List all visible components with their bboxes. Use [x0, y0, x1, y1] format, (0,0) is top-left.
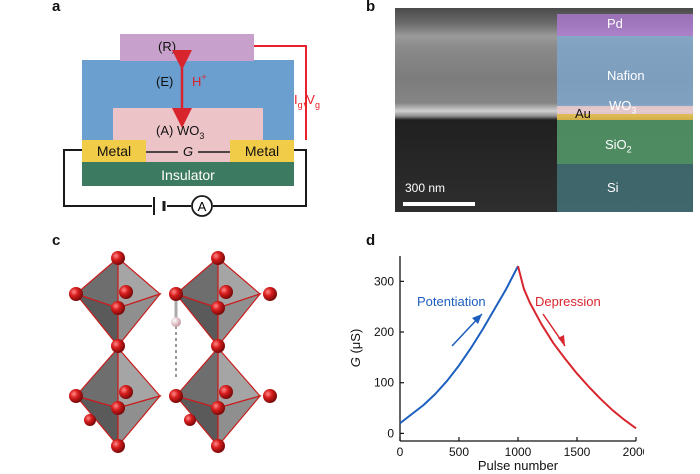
oxygen-atom	[69, 389, 83, 403]
oxygen-atom	[84, 414, 96, 426]
device-schematic: A Insulator Metal Metal G (R) (E) H+ (A)…	[63, 34, 320, 217]
x-tick-label: 500	[449, 445, 469, 459]
oxygen-atom	[211, 401, 225, 415]
panel-label-a: a	[52, 0, 61, 15]
depression-arrowhead	[558, 335, 565, 346]
y-axis-label: G (μS)	[348, 329, 363, 368]
panel-label-b: b	[366, 0, 376, 15]
oxygen-atom	[211, 439, 225, 453]
legend-depression: Depression	[535, 294, 601, 309]
oxygen-atom	[111, 339, 125, 353]
oxygen-atoms	[69, 251, 277, 453]
insulator-layer	[82, 162, 294, 186]
wo3-layer	[557, 106, 693, 114]
pd-label: Pd	[607, 16, 623, 31]
insulator-label: Insulator	[161, 167, 215, 183]
ammeter	[191, 195, 213, 217]
depression-series-line	[517, 265, 637, 430]
potentiation-series-line	[399, 265, 519, 425]
y-tick-label: 0	[387, 426, 394, 440]
metal-left	[82, 140, 146, 162]
au-label: Au	[575, 106, 591, 121]
metal-right	[230, 140, 294, 162]
y-tick-label: 200	[374, 325, 394, 339]
oxygen-atom	[111, 439, 125, 453]
oxygen-atom	[111, 251, 125, 265]
x-tick-label: 0	[397, 445, 404, 459]
nafion-layer	[557, 36, 693, 106]
hydrogen-atom	[171, 317, 181, 327]
si-layer	[557, 164, 693, 212]
scale-bar	[403, 202, 475, 206]
oxygen-atom	[119, 385, 133, 399]
gate-wire	[254, 45, 307, 140]
oxygen-atom	[169, 389, 183, 403]
oxygen-atom	[211, 339, 225, 353]
octahedron-bottom-right	[174, 346, 262, 448]
oxygen-atom	[211, 301, 225, 315]
oxygen-atom	[211, 251, 225, 265]
oxygen-atom	[219, 385, 233, 399]
sem-cross-section: Pd Nafion Au WO3 SiO2 Si 300 nm	[395, 8, 693, 212]
oxygen-atom	[263, 287, 277, 301]
octahedron-top-left	[74, 256, 162, 348]
oxygen-atom	[184, 414, 196, 426]
oxygen-atom	[119, 285, 133, 299]
panel-label-c: c	[52, 232, 61, 249]
circuit-wire	[63, 149, 307, 207]
pd-layer	[557, 14, 693, 36]
legend-potentiation: Potentiation	[417, 294, 486, 309]
reservoir-layer	[120, 34, 254, 61]
electrolyte-label: (E)	[156, 74, 173, 89]
proton-label: H+	[192, 72, 207, 89]
wo3-label: WO3	[609, 98, 637, 116]
oxygen-atom	[111, 301, 125, 315]
oxygen-atom	[219, 285, 233, 299]
ammeter-label: A	[198, 199, 207, 214]
x-axis-label: Pulse number	[478, 458, 559, 472]
au-layer	[557, 114, 693, 120]
y-tick-label: 100	[374, 376, 394, 390]
sio2-layer	[557, 120, 693, 164]
gate-label: Ig,Vg	[294, 92, 320, 110]
potentiation-arrowhead	[472, 314, 482, 324]
metal-right-label: Metal	[245, 143, 279, 159]
x-tick-label: 1000	[505, 445, 532, 459]
oxygen-atom	[111, 401, 125, 415]
oxygen-atom	[69, 287, 83, 301]
panel-label-d: d	[366, 232, 376, 249]
x-tick-label: 1500	[564, 445, 591, 459]
scale-bar-label: 300 nm	[405, 181, 446, 195]
conductance-label: G	[183, 144, 193, 159]
crystal-structure	[69, 251, 277, 453]
oxygen-atom	[263, 389, 277, 403]
si-label: Si	[607, 180, 619, 195]
octahedron-bottom-left	[74, 346, 162, 448]
oxygen-atom	[169, 287, 183, 301]
conductance-chart: 05001000150020000100200300 Pulse number …	[348, 256, 644, 472]
nafion-label: Nafion	[607, 68, 645, 83]
metal-left-label: Metal	[97, 143, 131, 159]
y-tick-label: 300	[374, 274, 394, 288]
reservoir-label: (R)	[158, 39, 176, 54]
sio2-label: SiO2	[605, 137, 632, 155]
